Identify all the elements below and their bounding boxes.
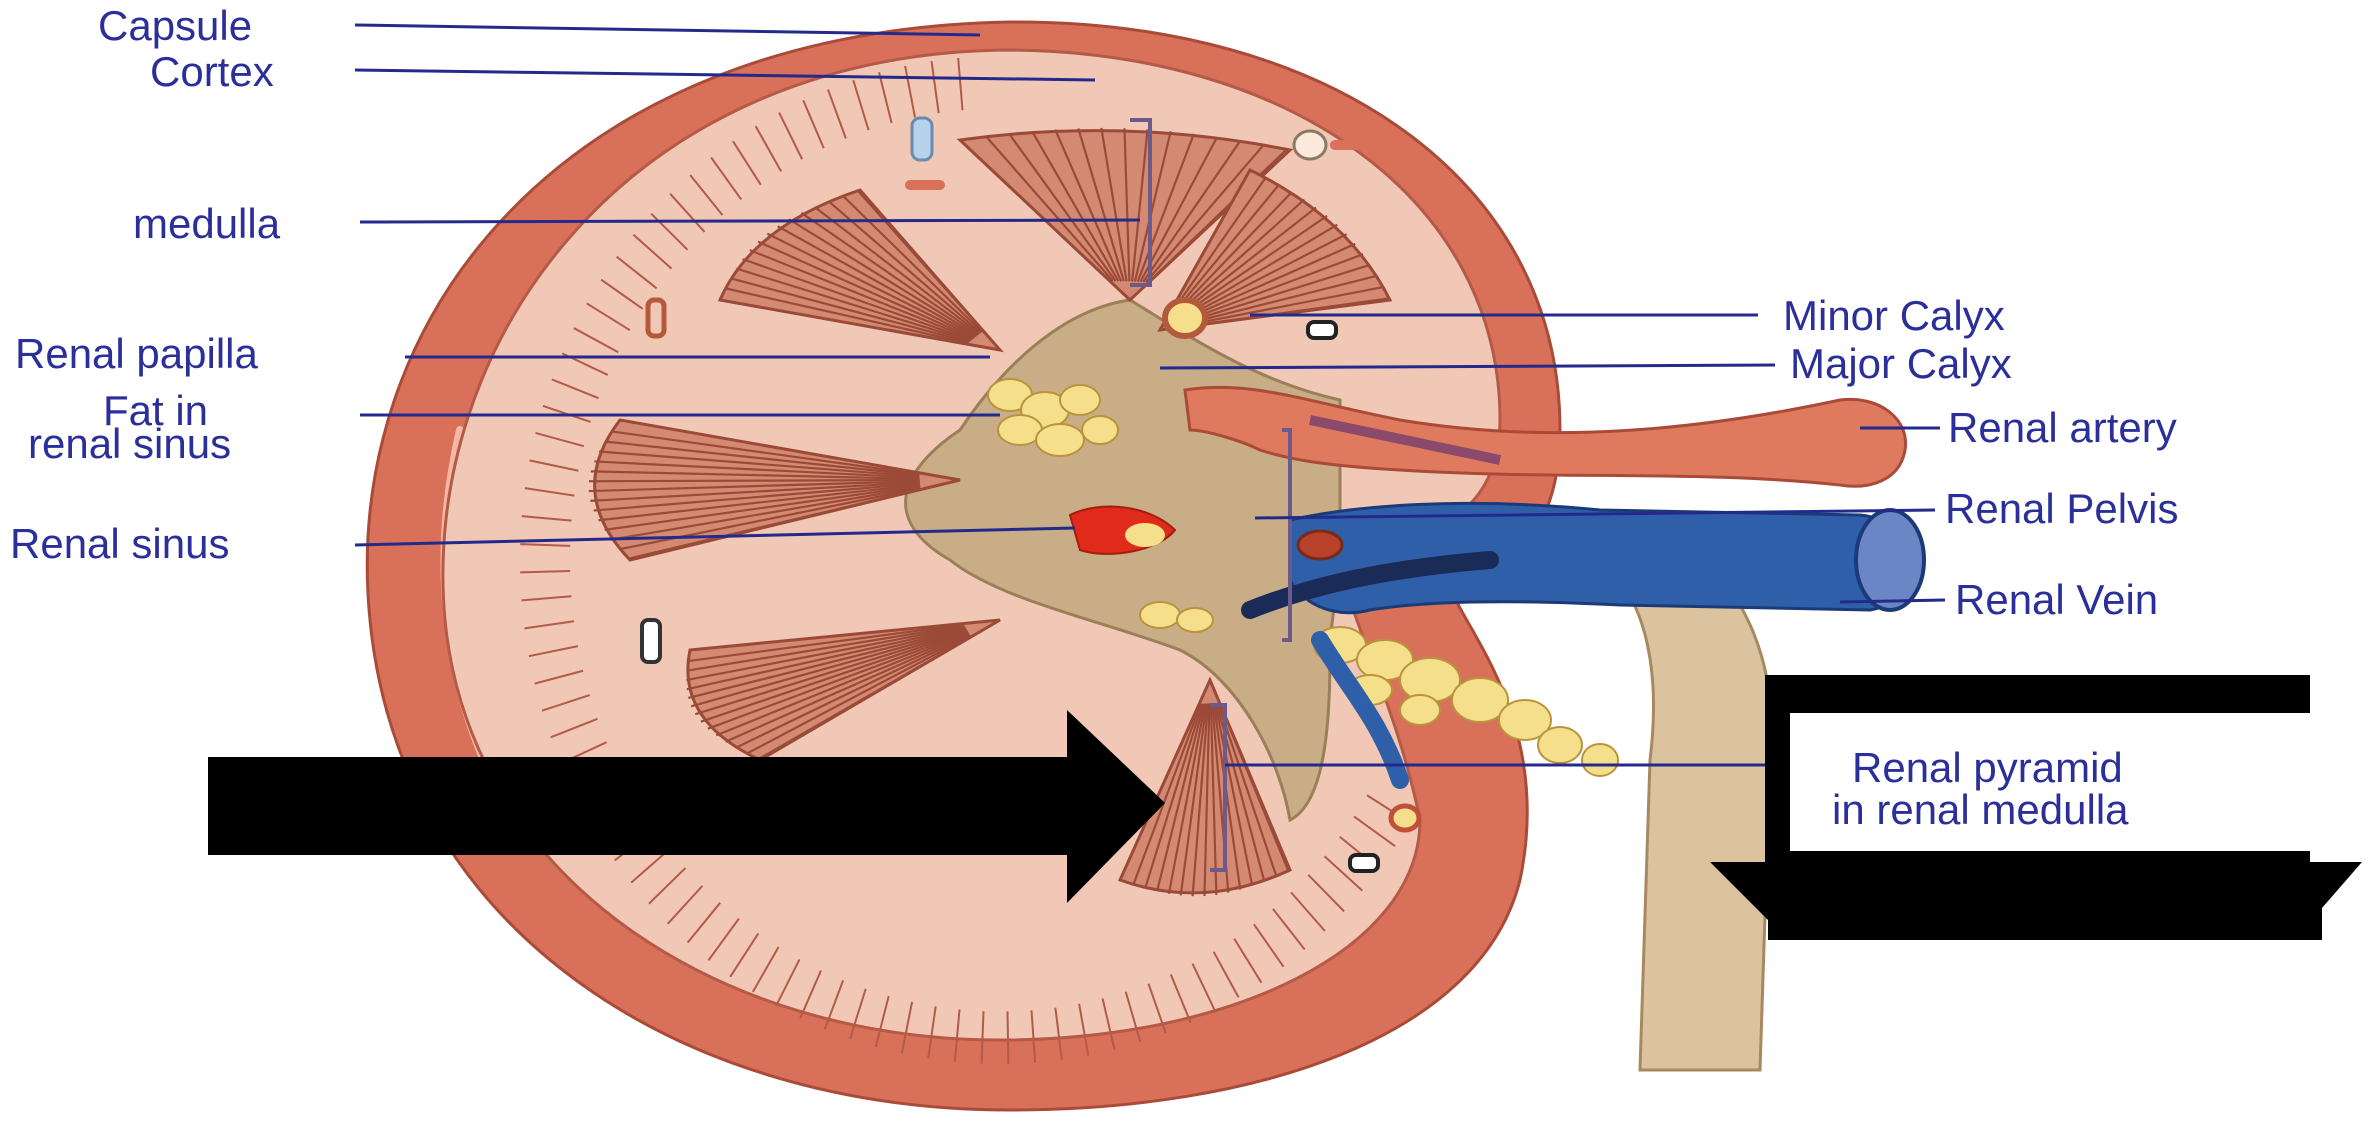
- kidney-illustration: [367, 22, 1924, 1110]
- label-renal-artery: Renal artery: [1948, 404, 2177, 451]
- ureter: [1600, 540, 1772, 1070]
- label-capsule: Capsule: [98, 2, 252, 49]
- label-major-calyx: Major Calyx: [1790, 340, 2012, 387]
- renal-pelvis-opening: [1298, 531, 1342, 559]
- renal-vein: [1290, 503, 1910, 612]
- label-cortex: Cortex: [150, 48, 274, 95]
- leader-capsule: [355, 25, 980, 35]
- label-renal-pelvis: Renal Pelvis: [1945, 485, 2178, 532]
- label-fat-line2: renal sinus: [28, 420, 231, 467]
- label-renal-pyramid-line2: in renal medulla: [1832, 786, 2129, 833]
- label-renal-sinus: Renal sinus: [10, 520, 229, 567]
- leader-renal-vein: [1840, 600, 1945, 602]
- label-renal-pyramid-line1: Renal pyramid: [1852, 744, 2123, 791]
- label-renal-papilla: Renal papilla: [15, 330, 258, 377]
- label-medulla: medulla: [133, 200, 281, 247]
- cortex-stripe: [520, 571, 570, 572]
- label-minor-calyx: Minor Calyx: [1783, 292, 2005, 339]
- leader-medulla: [360, 220, 1140, 222]
- pyramid-stripe: [589, 480, 920, 481]
- label-renal-vein: Renal Vein: [1955, 576, 2158, 623]
- cortex-stripe: [1008, 1011, 1009, 1063]
- renal-vein-cut: [1856, 510, 1924, 610]
- label-renal-pyramid: Renal pyramid in renal medulla: [1832, 744, 2129, 833]
